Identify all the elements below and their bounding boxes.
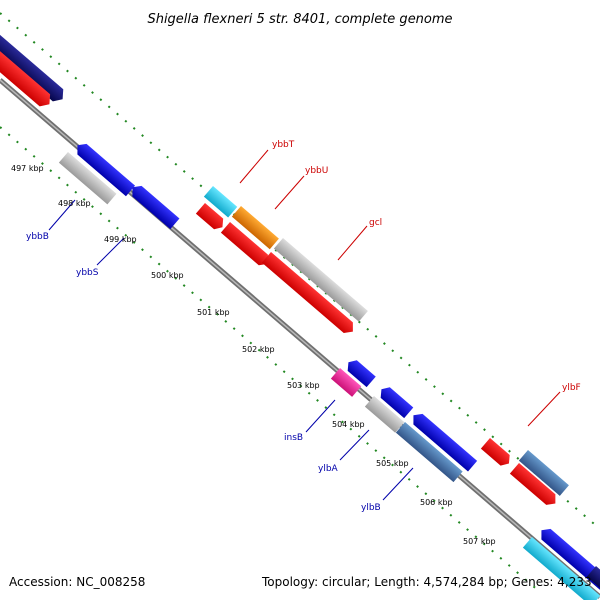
leader-ybbB xyxy=(48,199,76,231)
gray-gene-gcl[interactable] xyxy=(273,238,368,322)
orange-gene-ybbU[interactable] xyxy=(231,206,279,250)
red-gene-arrow-mid[interactable] xyxy=(220,222,273,269)
gray-gene-ybbB[interactable] xyxy=(58,152,117,205)
blue-gene-ylbA-top[interactable] xyxy=(377,384,414,419)
steel-gene-ylbF[interactable] xyxy=(518,450,569,496)
kbp-label: 507 kbp xyxy=(463,537,496,546)
leader-ybbS xyxy=(96,237,125,266)
gene-label-ylbA[interactable]: ylbA xyxy=(318,464,339,474)
gene-label-ylbF[interactable]: ylbF xyxy=(562,383,581,393)
kbp-label: 506 kbp xyxy=(420,498,453,507)
gene-label-ylbB[interactable]: ylbB xyxy=(361,503,381,513)
red-gene-arrow-long[interactable] xyxy=(261,252,358,337)
kbp-label: 502 kbp xyxy=(242,345,275,354)
blue-gene-insB-top[interactable] xyxy=(344,357,376,388)
leader-ylbB xyxy=(382,467,414,501)
kbp-label: 504 kbp xyxy=(332,420,365,429)
leader-ybbT xyxy=(239,149,269,184)
blue-gene-ybbS[interactable] xyxy=(128,182,180,230)
magenta-gene-insB[interactable] xyxy=(330,368,362,397)
kbp-label: 499 kbp xyxy=(104,235,137,244)
gene-label-insB[interactable]: insB xyxy=(284,433,303,443)
red-gene-small[interactable] xyxy=(195,203,227,233)
kbp-label: 501 kbp xyxy=(197,308,230,317)
kbp-label: 497 kbp xyxy=(11,164,44,173)
kbp-label: 498 kbp xyxy=(58,199,91,208)
accession-text: Accession: NC_008258 xyxy=(9,575,145,589)
navy-gene-bottom-right[interactable] xyxy=(586,566,600,597)
gene-label-ybbU[interactable]: ybbU xyxy=(305,166,328,176)
cyan-gene-ybbT[interactable] xyxy=(203,186,238,218)
blue-gene-ybbB[interactable] xyxy=(73,140,136,197)
kbp-label: 500 kbp xyxy=(151,271,184,280)
leader-ylbF xyxy=(527,391,561,427)
red-gene-ylbF-left[interactable] xyxy=(480,438,514,469)
kbp-label: 505 kbp xyxy=(376,459,409,468)
blue-gene-ylbA[interactable] xyxy=(409,410,478,472)
leader-ylbA xyxy=(339,429,370,461)
tick-track-inner xyxy=(0,126,541,593)
topology-summary-text: Topology: circular; Length: 4,574,284 bp… xyxy=(261,575,592,589)
leader-ybbU xyxy=(274,175,305,210)
cyan-gene-bottom-right[interactable] xyxy=(522,537,600,600)
red-gene-arrow-ylbF[interactable] xyxy=(509,463,560,509)
steel-gene-ylbB[interactable] xyxy=(395,422,463,483)
leader-lines xyxy=(48,149,561,501)
gene-label-ybbS[interactable]: ybbS xyxy=(76,268,99,278)
gene-label-ybbT[interactable]: ybbT xyxy=(272,140,295,150)
map-title: Shigella flexneri 5 str. 8401, complete … xyxy=(147,12,452,27)
gene-label-ybbB[interactable]: ybbB xyxy=(26,232,49,242)
red-gene-arrow-top[interactable] xyxy=(0,46,55,110)
kbp-label: 503 kbp xyxy=(287,381,320,390)
gray-gene-ylbA[interactable] xyxy=(364,396,405,433)
navy-gene-arrow-top[interactable] xyxy=(0,28,68,105)
gene-label-gcl[interactable]: gcl xyxy=(369,218,382,228)
leader-gcl xyxy=(337,225,368,261)
leader-insB xyxy=(305,399,336,433)
